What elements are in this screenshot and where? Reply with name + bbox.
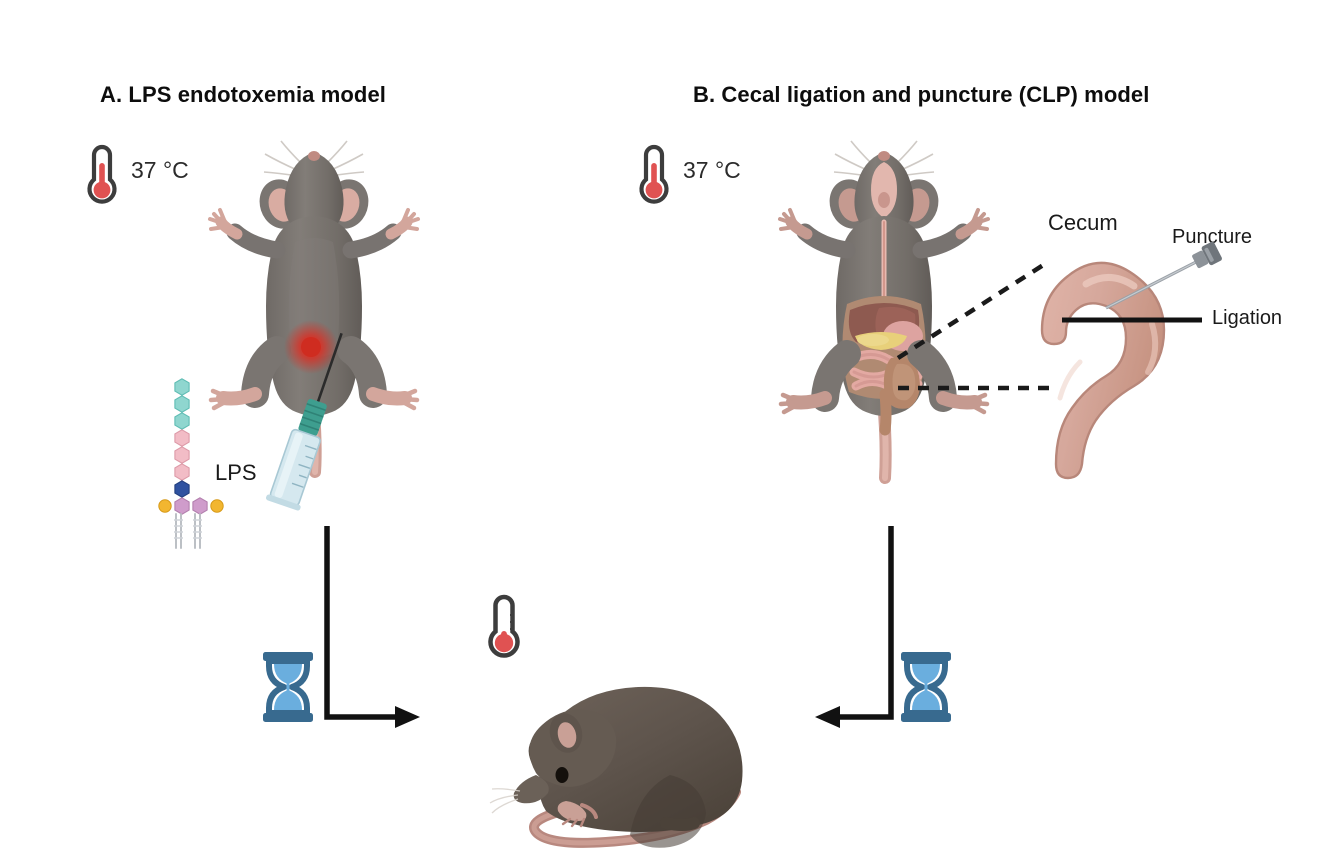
mouse-supine-icon-panel-b <box>755 132 1015 484</box>
puncture-label: Puncture <box>1172 226 1253 248</box>
inset-leader-lines <box>896 260 1058 391</box>
flow-arrow-left <box>324 526 420 728</box>
temperature-label-panel-b: 37 °C <box>683 157 741 183</box>
thermometer-icon-panel-b <box>634 143 674 205</box>
ligation-label: Ligation <box>1212 307 1283 329</box>
cecum-icon <box>1040 241 1222 480</box>
lps-label: LPS <box>215 460 257 485</box>
lps-molecule-icon <box>150 378 250 549</box>
mouse-supine-icon-panel-a <box>185 132 445 478</box>
thermometer-icon-outcome <box>483 593 525 661</box>
thermometer-icon-panel-a <box>82 143 122 205</box>
hourglass-icon-right <box>898 650 954 724</box>
hourglass-icon-left <box>260 650 316 724</box>
panel-b-title: B. Cecal ligation and puncture (CLP) mod… <box>693 82 1150 107</box>
panel-a-title: A. LPS endotoxemia model <box>100 82 387 107</box>
syringe-icon <box>250 332 370 511</box>
temperature-label-panel-a: 37 °C <box>131 157 189 183</box>
flow-arrow-right <box>815 526 894 728</box>
cecum-label: Cecum <box>1048 210 1118 235</box>
mouse-side-icon-outcome <box>470 655 780 855</box>
